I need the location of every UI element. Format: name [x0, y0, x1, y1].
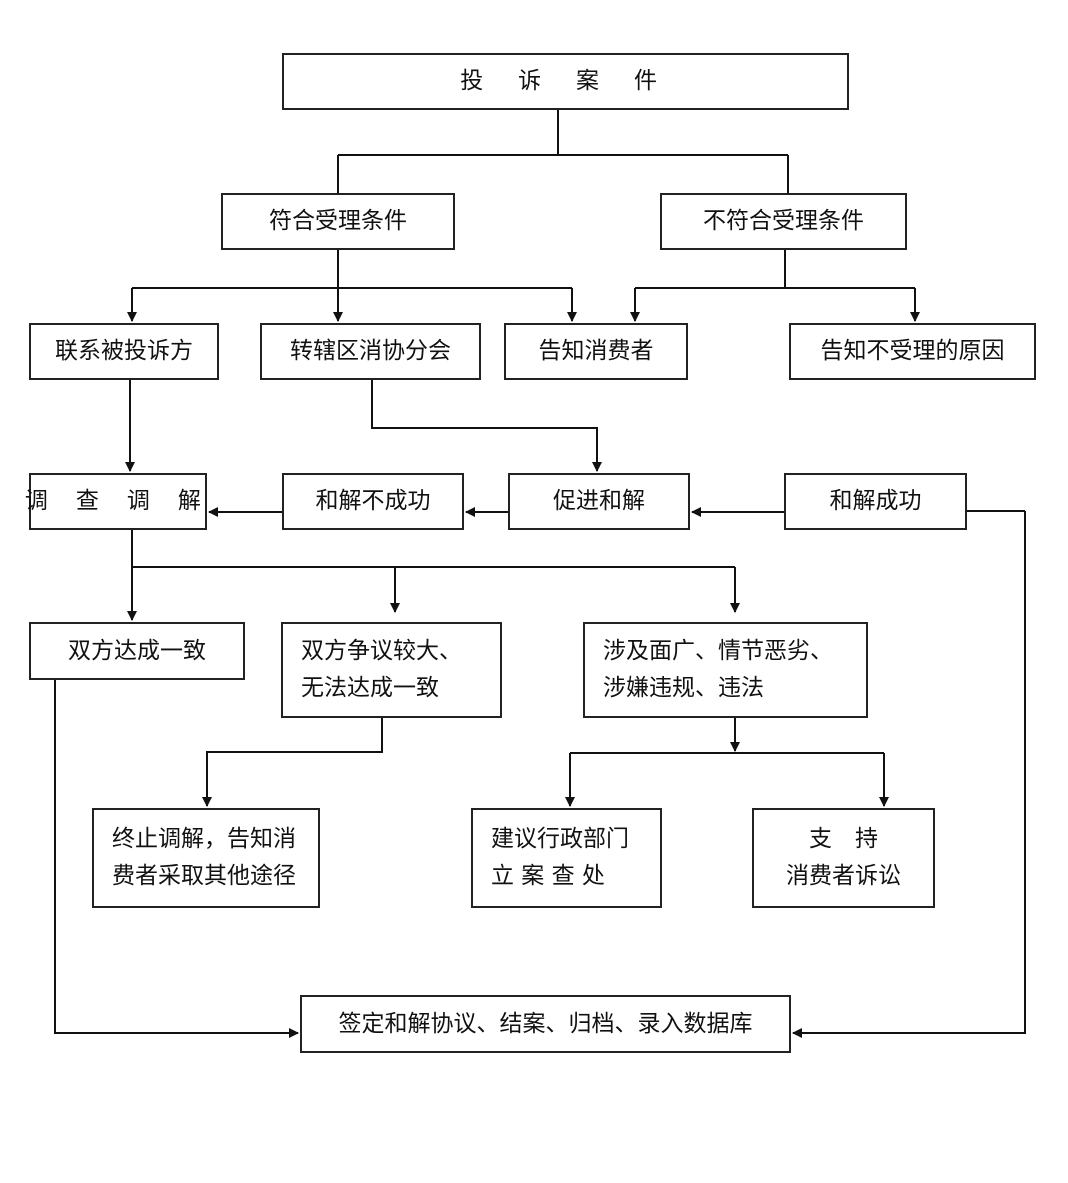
- node-contact-respondent: 联系被投诉方: [29, 323, 219, 380]
- node-notify-consumer-label: 告知消费者: [538, 338, 654, 364]
- node-not-meets-conditions: 不符合受理条件: [660, 193, 907, 250]
- node-settlement-failed: 和解不成功: [282, 473, 464, 530]
- node-settlement-success: 和解成功: [784, 473, 967, 530]
- node-dispute: 双方争议较大、 无法达成一致: [281, 622, 502, 718]
- node-final-step: 签定和解协议、结案、归档、录入数据库: [300, 995, 791, 1053]
- node-promote-settlement-label: 促进和解: [553, 488, 645, 514]
- arrow-transfer-to-promote: [371, 380, 602, 472]
- node-investigate-mediate-label: 调 查 调 解: [24, 488, 212, 514]
- node-transfer-district-label: 转辖区消协分会: [290, 338, 451, 364]
- node-dispute-line1: 双方争议较大、: [301, 638, 462, 664]
- node-support-litigation: 支 持 消费者诉讼: [752, 808, 935, 908]
- node-suggest-line2: 立 案 查 处: [491, 863, 605, 889]
- node-serious-line1: 涉及面广、情节恶劣、: [603, 638, 833, 664]
- node-agreement-label: 双方达成一致: [68, 637, 206, 664]
- node-serious-line2: 涉嫌违规、违法: [603, 675, 764, 701]
- node-terminate-line1: 终止调解，告知消: [112, 826, 296, 852]
- node-complaint-case-label: 投 诉 案 件: [460, 68, 671, 94]
- node-suggest-line1: 建议行政部门: [491, 826, 629, 852]
- node-notify-consumer: 告知消费者: [504, 323, 688, 380]
- node-terminate-line2: 费者采取其他途径: [112, 863, 296, 889]
- node-promote-settlement: 促进和解: [508, 473, 690, 530]
- node-settlement-failed-label: 和解不成功: [315, 488, 431, 514]
- node-complaint-case: 投 诉 案 件: [282, 53, 849, 110]
- node-notify-reason-label: 告知不受理的原因: [820, 338, 1005, 364]
- arrow-dispute-to-terminate: [202, 718, 383, 807]
- arrow-agreement-to-final: [54, 680, 299, 1038]
- node-agreement: 双方达成一致: [29, 622, 245, 680]
- node-dispute-line2: 无法达成一致: [301, 675, 439, 701]
- node-transfer-district: 转辖区消协分会: [260, 323, 481, 380]
- node-notify-reason: 告知不受理的原因: [789, 323, 1036, 380]
- node-final-step-label: 签定和解协议、结案、归档、录入数据库: [338, 1010, 753, 1037]
- node-contact-respondent-label: 联系被投诉方: [55, 338, 193, 364]
- node-settlement-success-label: 和解成功: [829, 488, 922, 514]
- node-investigate-mediate: 调 查 调 解: [25, 473, 207, 530]
- node-support-line2: 消费者诉讼: [786, 863, 901, 889]
- node-meets-conditions: 符合受理条件: [221, 193, 455, 250]
- node-serious-violation: 涉及面广、情节恶劣、 涉嫌违规、违法: [583, 622, 868, 718]
- arrow-right-rail-to-final: [792, 511, 1026, 1038]
- node-terminate-mediation: 终止调解，告知消 费者采取其他途径: [92, 808, 320, 908]
- node-support-line1: 支 持: [809, 826, 878, 852]
- node-meets-conditions-label: 符合受理条件: [269, 208, 407, 234]
- node-not-meets-conditions-label: 不符合受理条件: [703, 208, 864, 234]
- node-suggest-investigation: 建议行政部门 立 案 查 处: [471, 808, 662, 908]
